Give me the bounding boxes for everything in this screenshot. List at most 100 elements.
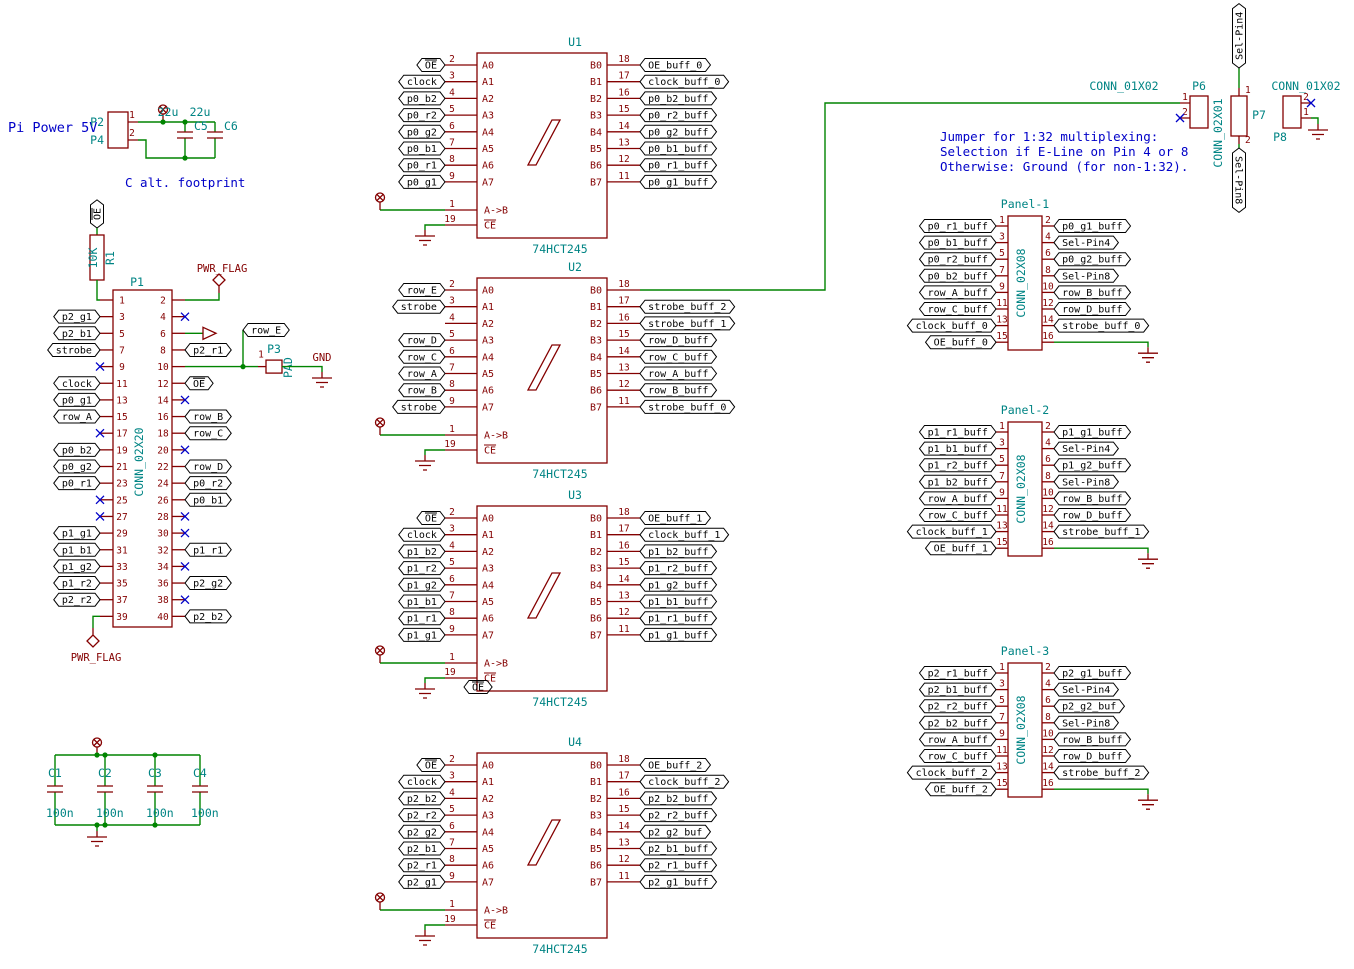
net-label-text: clock_buff_1 — [648, 530, 720, 541]
net-label-text: strobe_buff_2 — [1062, 768, 1140, 779]
pin-name: B1 — [590, 77, 602, 88]
pin-number: 11 — [996, 745, 1008, 756]
pin-number: 4 — [1045, 438, 1051, 449]
pin-number: 15 — [618, 104, 629, 115]
pin-number: 18 — [618, 279, 630, 290]
net-label-box — [398, 858, 446, 873]
pin-number: 8 — [449, 154, 455, 165]
net-label-box — [398, 108, 446, 123]
pin-number: 6 — [449, 121, 455, 132]
pin-number: 5 — [999, 695, 1005, 706]
ic-glyph — [526, 572, 562, 619]
pin-number: 12 — [157, 379, 168, 390]
net-label-text: clock_buff_2 — [648, 777, 720, 788]
pin-number: 18 — [618, 54, 630, 65]
net-label-text: OE_buff_2 — [934, 785, 988, 796]
no-connect-icon — [95, 511, 105, 521]
gnd-symbol-icon — [312, 372, 332, 388]
pin-name: A1 — [482, 530, 494, 541]
net-label-box — [184, 576, 232, 591]
pin-name: A1 — [482, 777, 494, 788]
pin-number: 13 — [618, 838, 629, 849]
pin-number: 4 — [449, 540, 455, 551]
pin-name: B6 — [590, 861, 602, 872]
vcc-cross-icon — [93, 739, 101, 746]
pin-name: B1 — [590, 530, 602, 541]
connector-p2-body — [107, 111, 129, 149]
net-label-text: clock_buff_0 — [916, 321, 988, 332]
pin-number: 17 — [618, 71, 629, 82]
net-label-text: row_E — [407, 286, 437, 297]
net-label-box — [392, 299, 446, 314]
net-label-box — [639, 611, 718, 626]
pin-number: 16 — [618, 87, 630, 98]
pin-name: A->B — [484, 206, 508, 217]
connector-p1-body — [112, 289, 173, 628]
pin-number: 30 — [157, 529, 169, 540]
net-label-text: Sel-Pin8 — [1062, 718, 1110, 729]
net-label-text: p0_b1_buff — [648, 144, 708, 155]
pin-number: 37 — [116, 595, 127, 606]
net-label-box — [918, 682, 997, 697]
pin-number: 33 — [116, 562, 127, 573]
net-label-text: row_C_buff — [928, 305, 988, 316]
net-label-box — [184, 426, 232, 441]
net-label-box — [242, 323, 290, 337]
pin-number: 35 — [116, 579, 127, 590]
pin-number: 2 — [1245, 135, 1251, 146]
pin-name: A4 — [482, 827, 494, 838]
net-label-box — [184, 459, 232, 474]
vcc-symbol-icon — [374, 417, 386, 428]
net-label-box — [398, 349, 446, 364]
pin-number: 14 — [1042, 521, 1054, 532]
pin-name: A2 — [482, 794, 494, 805]
pin-number: 4 — [1045, 679, 1051, 690]
pin-number: 21 — [116, 462, 128, 473]
connector-value: PAD — [281, 357, 295, 378]
pin-number: 5 — [449, 804, 455, 815]
net-label-text: p2_g2 — [407, 827, 437, 838]
net-label-text: p1_b1_buff — [928, 444, 988, 455]
net-label-box — [918, 252, 997, 267]
net-label-box — [1053, 699, 1126, 714]
cap-value: 100n — [191, 806, 219, 820]
panel-title: Panel-2 — [1001, 403, 1049, 417]
pin-name: CE — [484, 921, 496, 932]
pin-number: 8 — [160, 345, 166, 356]
pin-number: 6 — [1045, 695, 1051, 706]
net-label-box — [398, 841, 446, 856]
pin-name: A7 — [482, 877, 494, 888]
net-label-text: p0_g1 — [62, 395, 92, 406]
pin-number: 7 — [449, 363, 455, 374]
pin-name: B7 — [590, 402, 602, 413]
net-label-box — [639, 808, 718, 823]
net-label-box — [416, 511, 446, 525]
net-label-text: strobe_buff_1 — [1062, 527, 1140, 538]
pin-number: 1 — [1182, 92, 1188, 103]
connector-p8-body — [1282, 95, 1302, 129]
pin-name: B5 — [590, 844, 602, 855]
net-label-box — [53, 326, 101, 341]
pin-number: 38 — [157, 595, 169, 606]
pin-number: 16 — [1042, 778, 1054, 789]
net-label-text: p1_r1 — [407, 614, 437, 625]
pin-name: B1 — [590, 777, 602, 788]
net-label-box — [918, 302, 997, 316]
net-label-text: p1_b1 — [62, 545, 92, 556]
pin-name: A->B — [484, 906, 508, 917]
pin-number: 3 — [449, 524, 455, 535]
pin-number: 7 — [999, 712, 1005, 723]
ic-value: 74HCT245 — [532, 695, 587, 709]
ic-ref: U3 — [568, 488, 582, 502]
pin-number: 14 — [618, 821, 630, 832]
no-connect-icon — [180, 561, 190, 571]
vcc-symbol-icon — [374, 645, 386, 656]
net-label-text: p2_b2 — [193, 612, 223, 623]
pin-number: 14 — [1042, 762, 1054, 773]
connector-value: CONN_02X08 — [1014, 454, 1028, 523]
net-label-box — [639, 594, 718, 609]
pin-number: 2 — [1303, 92, 1309, 103]
net-label-text: p2_b2 — [407, 794, 437, 805]
pin-name: B4 — [590, 127, 602, 138]
